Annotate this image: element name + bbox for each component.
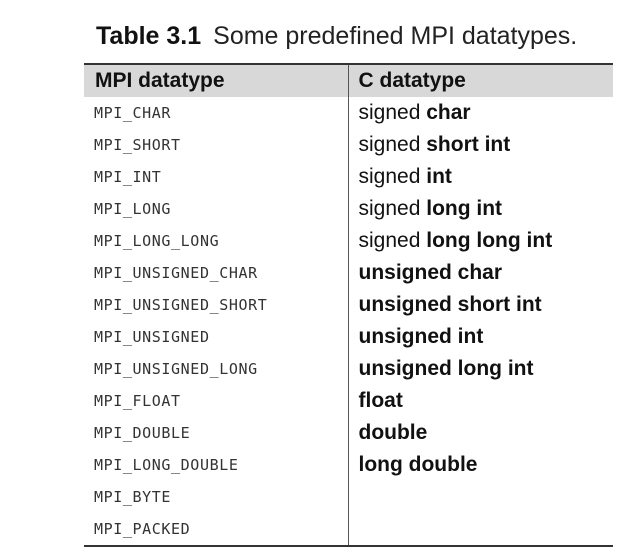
- table-row: MPI_LONG_LONG signed long long int: [84, 225, 613, 257]
- mpi-datatype-cell: MPI_FLOAT: [94, 392, 181, 410]
- table-title: Some predefined MPI datatypes.: [213, 22, 578, 50]
- table-row: MPI_UNSIGNED_LONG unsigned long int: [84, 353, 613, 385]
- c-type-prefix: signed: [358, 197, 421, 220]
- c-datatype-cell: double: [347, 417, 613, 449]
- c-datatype-cell: signed char: [347, 97, 613, 129]
- mpi-datatype-cell: MPI_UNSIGNED: [94, 328, 210, 346]
- mpi-datatypes-table: MPI datatype C datatype MPI_CHAR signed …: [84, 63, 613, 547]
- c-datatype-cell: signed long int: [347, 193, 613, 225]
- mpi-datatype-cell: MPI_DOUBLE: [94, 424, 191, 442]
- table-row: MPI_INT signed int: [84, 161, 613, 193]
- mpi-datatype-cell: MPI_CHAR: [94, 104, 172, 122]
- c-datatype-cell: unsigned char: [347, 257, 613, 289]
- c-type-prefix: signed: [358, 229, 421, 252]
- mpi-datatype-cell: MPI_UNSIGNED_LONG: [94, 360, 258, 378]
- c-datatype-cell: float: [347, 385, 613, 417]
- c-type-keyword: double: [358, 421, 428, 444]
- c-type-keyword: char: [426, 101, 471, 124]
- c-type-keyword: unsigned short int: [358, 293, 542, 316]
- c-type-keyword: long int: [426, 197, 503, 220]
- table-row: MPI_LONG_DOUBLE long double: [84, 449, 613, 481]
- table-number: Table 3.1: [96, 22, 202, 50]
- c-type-prefix: signed: [358, 133, 421, 156]
- table-row: MPI_PACKED: [84, 513, 613, 547]
- c-datatype-cell: signed short int: [347, 129, 613, 161]
- table-row: MPI_BYTE: [84, 481, 613, 513]
- mpi-datatype-cell: MPI_PACKED: [84, 513, 348, 547]
- table-row: MPI_FLOAT float: [84, 385, 613, 417]
- table-caption: Table 3.1 Some predefined MPI datatypes.: [96, 22, 577, 51]
- table-row: MPI_UNSIGNED_SHORT unsigned short int: [84, 289, 613, 321]
- c-type-prefix: signed: [358, 101, 421, 124]
- c-datatype-cell: unsigned long int: [347, 353, 613, 385]
- c-type-keyword: unsigned int: [358, 325, 484, 348]
- c-datatype-cell: [347, 513, 613, 547]
- mpi-datatype-cell: MPI_SHORT: [94, 136, 181, 154]
- table-row: MPI_UNSIGNED_CHAR unsigned char: [84, 257, 613, 289]
- c-type-keyword: unsigned long int: [358, 357, 534, 380]
- c-type-keyword: unsigned char: [358, 261, 503, 284]
- table-row: MPI_SHORT signed short int: [84, 129, 613, 161]
- table-row: MPI_CHAR signed char: [84, 97, 613, 129]
- table-row: MPI_DOUBLE double: [84, 417, 613, 449]
- c-type-keyword: long double: [358, 453, 478, 476]
- c-datatype-cell: long double: [347, 449, 613, 481]
- mpi-datatype-cell: MPI_LONG_LONG: [94, 232, 220, 250]
- table-header-row: MPI datatype C datatype: [84, 63, 613, 97]
- c-type-keyword: long long int: [426, 229, 553, 252]
- header-c-datatype: C datatype: [347, 63, 613, 97]
- mpi-datatype-cell: MPI_LONG: [94, 200, 172, 218]
- c-datatype-cell: unsigned int: [347, 321, 613, 353]
- header-mpi-datatype: MPI datatype: [84, 63, 348, 97]
- mpi-datatype-cell: MPI_INT: [94, 168, 162, 186]
- mpi-datatype-cell: MPI_UNSIGNED_SHORT: [94, 296, 268, 314]
- mpi-datatype-cell: MPI_UNSIGNED_CHAR: [94, 264, 258, 282]
- table-row: MPI_UNSIGNED unsigned int: [84, 321, 613, 353]
- c-type-keyword: float: [358, 389, 403, 412]
- table-row: MPI_LONG signed long int: [84, 193, 613, 225]
- c-datatype-cell: signed long long int: [347, 225, 613, 257]
- c-datatype-cell: [347, 481, 613, 513]
- c-type-keyword: int: [426, 165, 452, 188]
- c-type-prefix: signed: [358, 165, 421, 188]
- mpi-datatype-cell: MPI_LONG_DOUBLE: [94, 456, 239, 474]
- c-datatype-cell: signed int: [347, 161, 613, 193]
- c-type-keyword: short int: [426, 133, 511, 156]
- c-datatype-cell: unsigned short int: [347, 289, 613, 321]
- mpi-datatype-cell: MPI_BYTE: [94, 488, 172, 506]
